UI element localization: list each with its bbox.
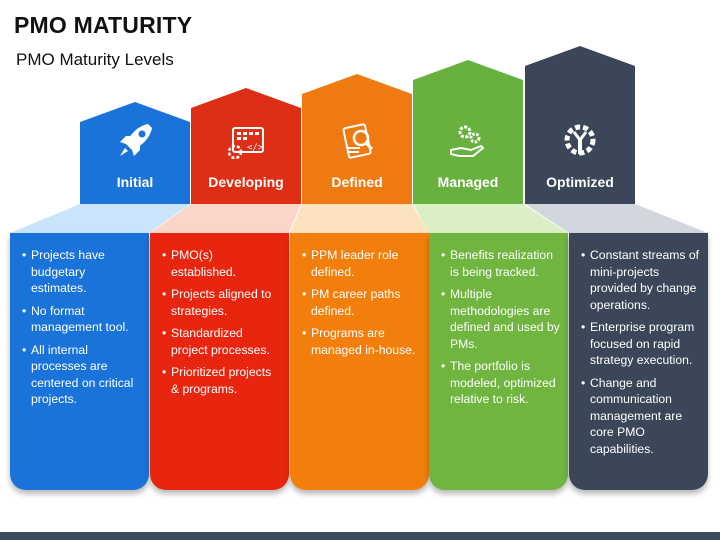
bullet-item: Enterprise program focused on rapid stra… (581, 319, 700, 369)
connector-initial (10, 204, 190, 233)
level-label-optimized: Optimized (546, 174, 614, 190)
page-title: PMO MATURITY (14, 12, 193, 38)
connector-managed (413, 204, 568, 233)
footer-bar (0, 532, 720, 540)
level-header-defined (302, 74, 412, 204)
level-card-defined: PPM leader role defined. PM career paths… (290, 233, 429, 490)
bullet-item: PPM leader role defined. (302, 247, 421, 280)
bullet-item: Programs are managed in-house. (302, 325, 421, 358)
level-label-managed: Managed (437, 174, 499, 190)
level-label-defined: Defined (331, 174, 383, 190)
bullet-list: PMO(s) established. Projects aligned to … (162, 247, 281, 397)
connector-developing (150, 204, 301, 233)
bullet-item: Projects aligned to strategies. (162, 286, 281, 319)
page-subtitle: PMO Maturity Levels (16, 50, 174, 69)
calendar-code-icon: </> (191, 118, 301, 164)
bullet-item: PM career paths defined. (302, 286, 421, 319)
gears-hand-icon (413, 118, 523, 164)
bullet-list: PPM leader role defined. PM career paths… (302, 247, 421, 358)
document-search-icon (302, 118, 412, 164)
rocket-icon (80, 118, 190, 164)
svg-text:</>: </> (247, 143, 264, 153)
connector-optimized (525, 204, 708, 233)
level-card-managed: Benefits realization is being tracked. M… (429, 233, 568, 490)
level-label-initial: Initial (116, 174, 154, 190)
level-header-developing (191, 88, 301, 204)
level-card-developing: PMO(s) established. Projects aligned to … (150, 233, 289, 490)
bullet-item: Change and communication management are … (581, 375, 700, 458)
level-header-managed (413, 60, 523, 204)
bullet-item: Benefits realization is being tracked. (441, 247, 560, 280)
level-label-developing: Developing (208, 174, 284, 190)
bullet-item: Prioritized projects & programs. (162, 364, 281, 397)
bullet-item: No format management tool. (22, 303, 141, 336)
bullet-list: Benefits realization is being tracked. M… (441, 247, 560, 408)
bullet-item: PMO(s) established. (162, 247, 281, 280)
bullet-item: All internal processes are centered on c… (22, 342, 141, 408)
bullet-list: Projects have budgetary estimates. No fo… (22, 247, 141, 408)
connector-defined (290, 204, 429, 233)
bullet-item: Multiple methodologies are defined and u… (441, 286, 560, 352)
bullet-list: Constant streams of mini-projects provid… (581, 247, 700, 457)
level-card-optimized: Constant streams of mini-projects provid… (569, 233, 708, 490)
level-card-initial: Projects have budgetary estimates. No fo… (10, 233, 149, 490)
bullet-item: Constant streams of mini-projects provid… (581, 247, 700, 313)
bullet-item: Standardized project processes. (162, 325, 281, 358)
bullet-item: The portfolio is modeled, optimized rela… (441, 358, 560, 408)
bullet-item: Projects have budgetary estimates. (22, 247, 141, 297)
gear-wrench-icon (525, 118, 635, 164)
